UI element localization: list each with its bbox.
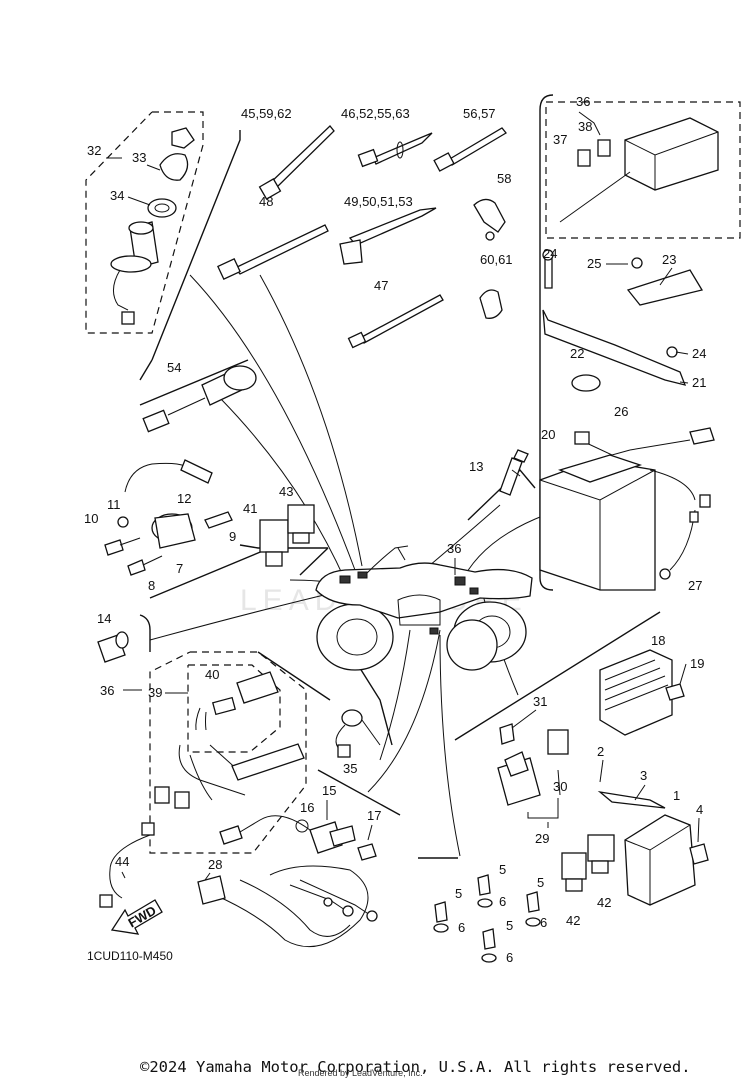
callout-21: 21 <box>692 375 706 390</box>
callout-32: 32 <box>87 143 101 158</box>
rendered-by-credit: Rendered by LeadVenture, Inc. <box>298 1068 423 1078</box>
callout-30: 30 <box>553 779 567 794</box>
callout-13: 13 <box>469 459 483 474</box>
callout-42-b: 42 <box>597 895 611 910</box>
callout-54: 54 <box>167 360 181 375</box>
kit-36-left <box>154 671 305 809</box>
bolts-and-washers <box>433 874 541 963</box>
callout-25: 25 <box>587 256 601 271</box>
callout-33: 33 <box>132 150 146 165</box>
rectifier-regulator <box>599 649 685 736</box>
callout-40: 40 <box>205 667 219 682</box>
callout-12: 12 <box>177 491 191 506</box>
starter-relay <box>497 723 569 819</box>
callout-45-59-62: 45,59,62 <box>241 106 292 121</box>
callout-17: 17 <box>367 808 381 823</box>
callout-6-a: 6 <box>499 894 506 909</box>
callout-6-c: 6 <box>540 915 547 930</box>
part-35 <box>335 709 381 758</box>
callout-44: 44 <box>115 854 129 869</box>
callout-8: 8 <box>148 578 155 593</box>
fwd-arrow: FWD <box>110 899 163 935</box>
callout-43: 43 <box>279 484 293 499</box>
part-15-sensor <box>219 815 377 861</box>
callout-41: 41 <box>243 501 257 516</box>
callout-leaders <box>106 111 700 881</box>
callout-29: 29 <box>535 831 549 846</box>
ignition-switch-assembly <box>110 127 195 325</box>
cable-ties <box>217 125 507 349</box>
callout-2: 2 <box>597 744 604 759</box>
callout-31: 31 <box>533 694 547 709</box>
callout-5-d: 5 <box>506 918 513 933</box>
callout-35: 35 <box>343 761 357 776</box>
callout-16: 16 <box>300 800 314 815</box>
callout-22: 22 <box>570 346 584 361</box>
group-outlines <box>85 94 741 859</box>
copyright-notice: ©2024 Yamaha Motor Corporation, U.S.A. A… <box>140 1058 691 1076</box>
callout-24: 24 <box>692 346 706 361</box>
callout-46-52-55-63: 46,52,55,63 <box>341 106 410 121</box>
callout-42-a: 42 <box>566 913 580 928</box>
callout-9: 9 <box>229 529 236 544</box>
callout-36-top: 36 <box>576 94 590 109</box>
callout-60-61: 60,61 <box>480 252 513 267</box>
callout-labels: 32 33 34 45,59,62 46,52,55,63 56,57 48 4… <box>84 94 706 965</box>
callout-3: 3 <box>640 768 647 783</box>
callout-27: 27 <box>688 578 702 593</box>
callout-5-a: 5 <box>499 862 506 877</box>
callout-49-50-51-53: 49,50,51,53 <box>344 194 413 209</box>
callout-7: 7 <box>176 561 183 576</box>
kit-36-top <box>559 117 719 223</box>
callout-11: 11 <box>107 497 121 512</box>
part-54 <box>142 365 257 433</box>
callout-38: 38 <box>578 119 592 134</box>
callout-6-d: 6 <box>506 950 513 965</box>
callout-24-top: 24 <box>543 246 557 261</box>
relays-41-43 <box>259 504 315 567</box>
callout-19: 19 <box>690 656 704 671</box>
battery <box>539 427 715 591</box>
battery-bracket <box>542 249 704 392</box>
relays-42 <box>561 834 615 892</box>
callout-28: 28 <box>208 857 222 872</box>
atv-vehicle <box>315 545 533 671</box>
callout-1: 1 <box>673 788 680 803</box>
callout-34: 34 <box>110 188 124 203</box>
callout-18: 18 <box>651 633 665 648</box>
part-14 <box>97 631 129 663</box>
callout-23: 23 <box>662 252 676 267</box>
callout-37: 37 <box>553 132 567 147</box>
spark-plug <box>499 449 529 496</box>
callout-15: 15 <box>322 783 336 798</box>
callout-56-57: 56,57 <box>463 106 496 121</box>
callout-58: 58 <box>497 171 511 186</box>
callout-20: 20 <box>541 427 555 442</box>
callout-6-b: 6 <box>458 920 465 935</box>
callout-36-left: 36 <box>100 683 114 698</box>
callout-14: 14 <box>97 611 111 626</box>
ignition-coil-assembly <box>104 459 233 576</box>
callout-48: 48 <box>259 194 273 209</box>
callout-5-c: 5 <box>537 875 544 890</box>
callout-26: 26 <box>614 404 628 419</box>
callout-36-mid: 36 <box>447 541 461 556</box>
diagram-code: 1CUD110-M450 <box>87 949 173 963</box>
callout-10: 10 <box>84 511 98 526</box>
callout-47: 47 <box>374 278 388 293</box>
wire-harness <box>99 822 378 948</box>
callout-5-b: 5 <box>455 886 462 901</box>
callout-39: 39 <box>148 685 162 700</box>
callout-4: 4 <box>696 802 703 817</box>
